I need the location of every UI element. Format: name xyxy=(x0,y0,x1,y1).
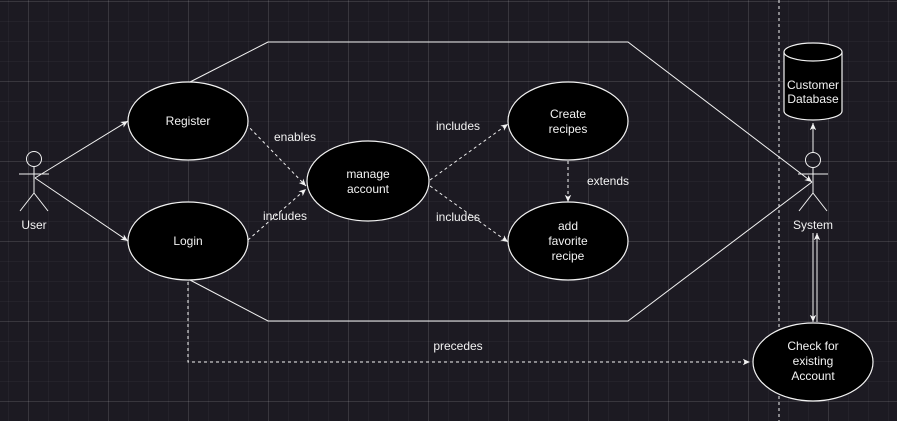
register-enables-manage-line xyxy=(245,123,307,187)
add-favorite-label-line-3: recipe xyxy=(552,249,585,263)
check-account-ellipse xyxy=(752,322,874,402)
database-label-line-2: Database xyxy=(787,92,839,106)
use-case-add-favorite-recipe[interactable]: add favorite recipe xyxy=(507,201,629,281)
relationship-labels: enables includes includes includes exten… xyxy=(263,119,629,353)
system-actor-right-leg xyxy=(812,192,828,212)
database-label-line-1: Customer xyxy=(787,78,839,92)
login-includes-manage-line xyxy=(247,188,307,241)
system-actor-left-leg xyxy=(798,192,814,212)
add-favorite-label-line-1: add xyxy=(558,219,578,233)
user-actor-right-leg xyxy=(33,192,49,212)
login-precedes-check-line xyxy=(187,282,750,366)
create-recipes-ellipse xyxy=(507,81,629,161)
use-case-login[interactable]: Login xyxy=(127,201,249,281)
manage-includes-create-line xyxy=(429,123,509,181)
user-actor[interactable]: User xyxy=(19,151,49,233)
add-favorite-ellipse xyxy=(507,201,629,281)
register-to-system-line xyxy=(189,41,813,183)
use-case-register[interactable]: Register xyxy=(127,81,249,161)
check-account-label-line-2: existing xyxy=(793,354,834,368)
system-actor[interactable]: System xyxy=(793,152,833,233)
user-to-login-line xyxy=(34,177,129,242)
create-recipes-label-line-1: Create xyxy=(550,107,586,121)
system-actor-label: System xyxy=(793,218,833,232)
login-ellipse xyxy=(127,201,249,281)
login-label: Login xyxy=(173,234,202,248)
manage-includes-favorite-line xyxy=(429,185,509,243)
user-actor-label: User xyxy=(21,218,46,232)
user-actor-left-leg xyxy=(19,192,35,212)
user-actor-head xyxy=(26,151,42,167)
user-to-register-line xyxy=(34,120,129,179)
label-enables: enables xyxy=(274,130,316,144)
system-actor-head xyxy=(805,152,821,168)
register-label: Register xyxy=(166,114,211,128)
manage-account-ellipse xyxy=(306,140,430,222)
connectors xyxy=(34,41,821,366)
label-login-includes: includes xyxy=(263,209,307,223)
login-to-system-line xyxy=(189,181,813,322)
register-ellipse xyxy=(127,81,249,161)
manage-account-label-line-2: account xyxy=(347,182,390,196)
database-body xyxy=(783,52,843,121)
use-case-check-existing-account[interactable]: Check for existing Account xyxy=(752,322,874,402)
check-account-label-line-3: Account xyxy=(791,369,835,383)
label-extends: extends xyxy=(587,174,629,188)
check-account-label-line-1: Check for xyxy=(787,339,838,353)
database-top xyxy=(783,42,843,62)
label-precedes: precedes xyxy=(433,339,482,353)
create-recipes-label-line-2: recipes xyxy=(549,122,588,136)
label-favorite-includes: includes xyxy=(436,210,480,224)
add-favorite-label-line-2: favorite xyxy=(548,234,588,248)
use-case-manage-account[interactable]: manage account xyxy=(306,140,430,222)
customer-database[interactable]: Customer Database xyxy=(783,42,843,121)
use-case-create-recipes[interactable]: Create recipes xyxy=(507,81,629,161)
label-create-includes: includes xyxy=(436,119,480,133)
manage-account-label-line-1: manage xyxy=(346,167,390,181)
